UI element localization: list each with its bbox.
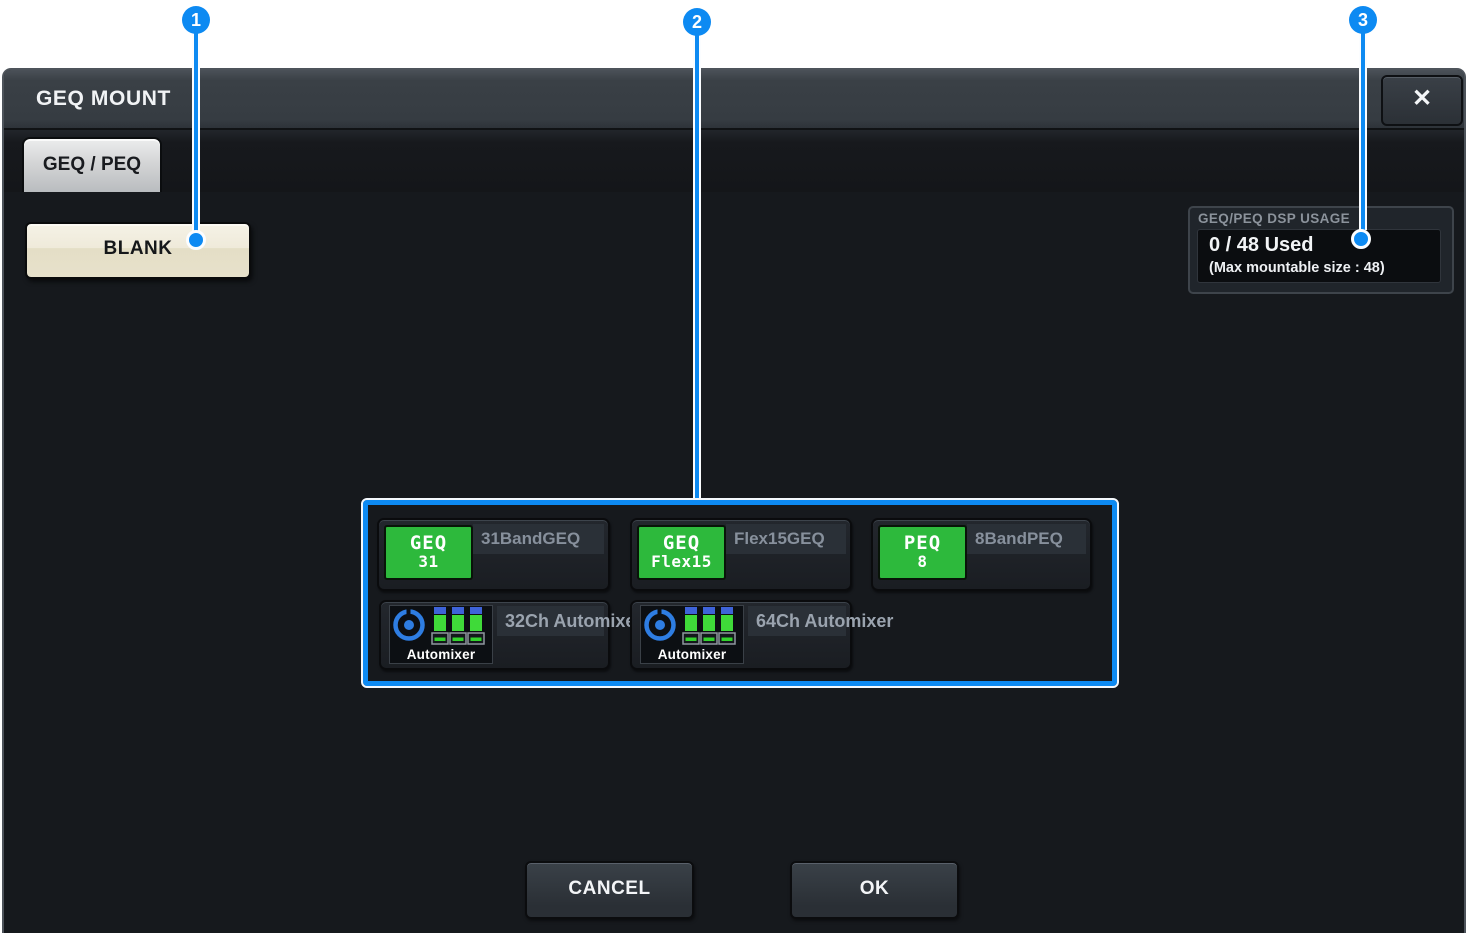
peq8-icon: PEQ 8 [878, 525, 967, 580]
automixer-icon: Automixer [640, 605, 744, 664]
mount-items-callout-box: 31BandGEQ GEQ 31 Flex15GEQ GEQ Flex15 [361, 498, 1119, 688]
dsp-usage-title: GEQ/PEQ DSP USAGE [1198, 211, 1351, 226]
close-button[interactable]: ✕ [1381, 75, 1463, 126]
automixer-icon: Automixer [389, 605, 493, 664]
ok-button-label: OK [859, 878, 890, 899]
mount-option-label-band: 31BandGEQ [473, 524, 604, 554]
callout-dot-3 [1351, 229, 1371, 249]
dsp-usage-display: 0 / 48 Used (Max mountable size : 48) [1197, 229, 1441, 283]
blank-button-label: BLANK [103, 238, 173, 259]
cancel-button-label: CANCEL [568, 878, 651, 899]
callout-badge-3: 3 [1349, 6, 1377, 34]
mount-option-label: 31BandGEQ [481, 529, 581, 548]
ok-button[interactable]: OK [790, 861, 959, 919]
tab-strip [4, 130, 1464, 192]
automixer-icon-caption: Automixer [657, 647, 727, 662]
dsp-usage-value: 0 / 48 Used [1209, 234, 1314, 256]
blank-button[interactable]: BLANK [25, 222, 251, 279]
cancel-button[interactable]: CANCEL [525, 861, 694, 919]
mount-option-32ch-automixer[interactable]: 32Ch Automixer [379, 600, 642, 670]
mount-option-31bandgeq[interactable]: 31BandGEQ GEQ 31 [377, 518, 610, 591]
tab-geq-peq[interactable]: GEQ / PEQ [22, 137, 162, 192]
automixer-icon-caption: Automixer [406, 647, 476, 662]
mount-option-label-band: 64Ch Automixer [748, 606, 893, 636]
callout-line-3 [1359, 32, 1367, 230]
mount-option-flex15geq[interactable]: Flex15GEQ GEQ Flex15 [630, 518, 852, 591]
callout-badge-2: 2 [683, 8, 711, 36]
mount-option-label: 32Ch Automixer [505, 610, 643, 631]
geq-flex15-icon: GEQ Flex15 [637, 525, 726, 580]
dialog-titlebar: GEQ MOUNT [4, 70, 1464, 130]
mount-option-label: 64Ch Automixer [756, 610, 894, 631]
callout-line-2 [693, 34, 701, 498]
mount-option-label-band: 8BandPEQ [967, 524, 1086, 554]
geq31-icon: GEQ 31 [384, 525, 473, 580]
tab-label: GEQ / PEQ [42, 154, 142, 175]
mount-option-label-band: Flex15GEQ [726, 524, 846, 554]
mount-option-64ch-automixer[interactable]: 64Ch Automixer [630, 600, 893, 670]
callout-line-1 [192, 32, 200, 232]
geq-mount-dialog: GEQ MOUNT ✕ GEQ / PEQ BLANK GEQ/PEQ DSP … [2, 68, 1466, 933]
dsp-usage-panel: GEQ/PEQ DSP USAGE 0 / 48 Used (Max mount… [1188, 206, 1454, 294]
callout-dot-1 [186, 230, 206, 250]
callout-badge-1: 1 [182, 6, 210, 34]
dialog-title: GEQ MOUNT [36, 87, 171, 110]
mount-option-label: 8BandPEQ [975, 529, 1063, 548]
mount-option-label-band: 32Ch Automixer [497, 606, 642, 636]
close-icon: ✕ [1411, 85, 1433, 112]
mount-option-8bandpeq[interactable]: 8BandPEQ PEQ 8 [871, 518, 1092, 591]
dsp-usage-max: (Max mountable size : 48) [1209, 260, 1385, 276]
mount-option-label: Flex15GEQ [734, 529, 825, 548]
